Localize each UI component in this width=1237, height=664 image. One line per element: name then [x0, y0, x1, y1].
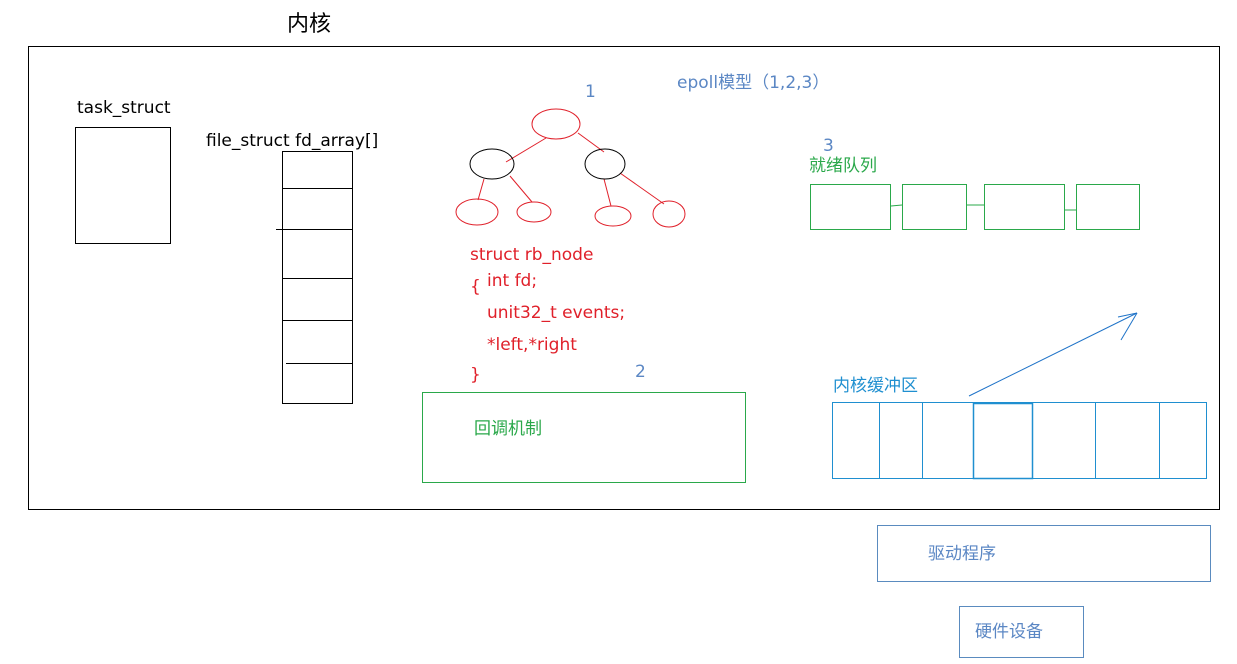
ready-queue-link [890, 204, 903, 207]
driver-box [877, 525, 1211, 582]
tree-leaf-node [652, 200, 686, 228]
tree-root-node [531, 108, 581, 140]
callback-number: 2 [635, 362, 646, 382]
kernel-buffer-box [832, 402, 1207, 479]
tree-edge [477, 178, 485, 201]
hardware-label: 硬件设备 [975, 622, 1043, 642]
code-line-open-brace: { [470, 277, 481, 297]
task-struct-label: task_struct [77, 98, 171, 118]
ready-queue-node [810, 184, 891, 230]
kernel-buffer-label: 内核缓冲区 [833, 376, 918, 396]
tree-edge [619, 172, 665, 205]
tree-leaf-node [594, 205, 632, 227]
code-line-fd: int fd; [487, 271, 538, 291]
tree-node-black-right [584, 148, 626, 180]
ready-queue-node [984, 184, 1065, 230]
ready-queue [810, 184, 1140, 230]
tree-node-black-left [469, 148, 515, 180]
file-struct-label: file_struct fd_array[] [206, 131, 379, 151]
fd-array [276, 151, 353, 404]
ready-queue-label: 就绪队列 [809, 156, 877, 176]
kernel-buffer [832, 402, 1207, 480]
rbtree-number: 1 [585, 82, 596, 102]
code-line-pointers: *left,*right [487, 335, 577, 355]
callback-box [422, 392, 746, 483]
ready-queue-node [902, 184, 967, 230]
fd-array-box [282, 151, 353, 404]
ready-queue-node [1076, 184, 1140, 230]
tree-edge [509, 175, 533, 203]
tree-leaf-node [455, 198, 499, 226]
rb-tree [455, 108, 686, 228]
callback-label: 回调机制 [474, 419, 542, 439]
ready-queue-number: 3 [823, 136, 834, 156]
driver-label: 驱动程序 [928, 544, 996, 564]
kernel-frame [28, 46, 1220, 510]
code-line-close-brace: } [470, 365, 481, 385]
hardware-box [959, 606, 1084, 658]
tree-edge [603, 178, 612, 207]
task-struct-box [75, 127, 171, 244]
kernel-buffer-highlight-cell [972, 402, 1034, 480]
tree-leaf-node [516, 201, 552, 223]
tree-edge [577, 132, 605, 153]
code-line-events: unit32_t events; [487, 303, 626, 323]
buffer-to-queue-arrow [968, 312, 1138, 397]
kernel-title: 内核 [287, 12, 332, 37]
epoll-model-label: epoll模型（1,2,3） [677, 73, 830, 93]
code-line-struct: struct rb_node [470, 245, 594, 265]
